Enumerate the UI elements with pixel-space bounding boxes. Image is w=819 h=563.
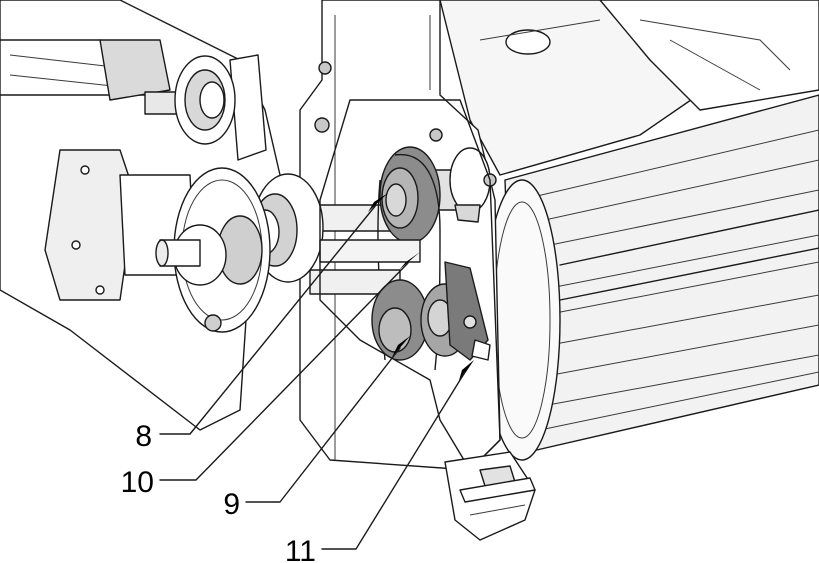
middle-shaft: [319, 239, 421, 263]
upper-left-sprocket: [144, 55, 236, 145]
leader-line-9: [245, 347, 401, 503]
callout-arrow-10: [399, 252, 420, 270]
chain-tensioner: [444, 261, 491, 361]
leader-line-11: [321, 371, 466, 550]
upper-chain-sprocket: [379, 128, 497, 244]
rotor-drum: [483, 94, 819, 461]
top-cover: [439, 0, 819, 176]
leader-line-8: [159, 204, 377, 435]
callout-arrow-8: [368, 193, 388, 212]
callout-label-9: 9: [223, 488, 240, 521]
foot-bracket: [444, 451, 536, 541]
callout-label-10: 10: [121, 466, 154, 499]
callout-label-11: 11: [285, 535, 316, 563]
leader-line-10: [159, 262, 409, 481]
guard-plate-edge: [319, 99, 501, 471]
leader-lines: [159, 204, 466, 550]
callout-label-8: 8: [135, 420, 152, 453]
